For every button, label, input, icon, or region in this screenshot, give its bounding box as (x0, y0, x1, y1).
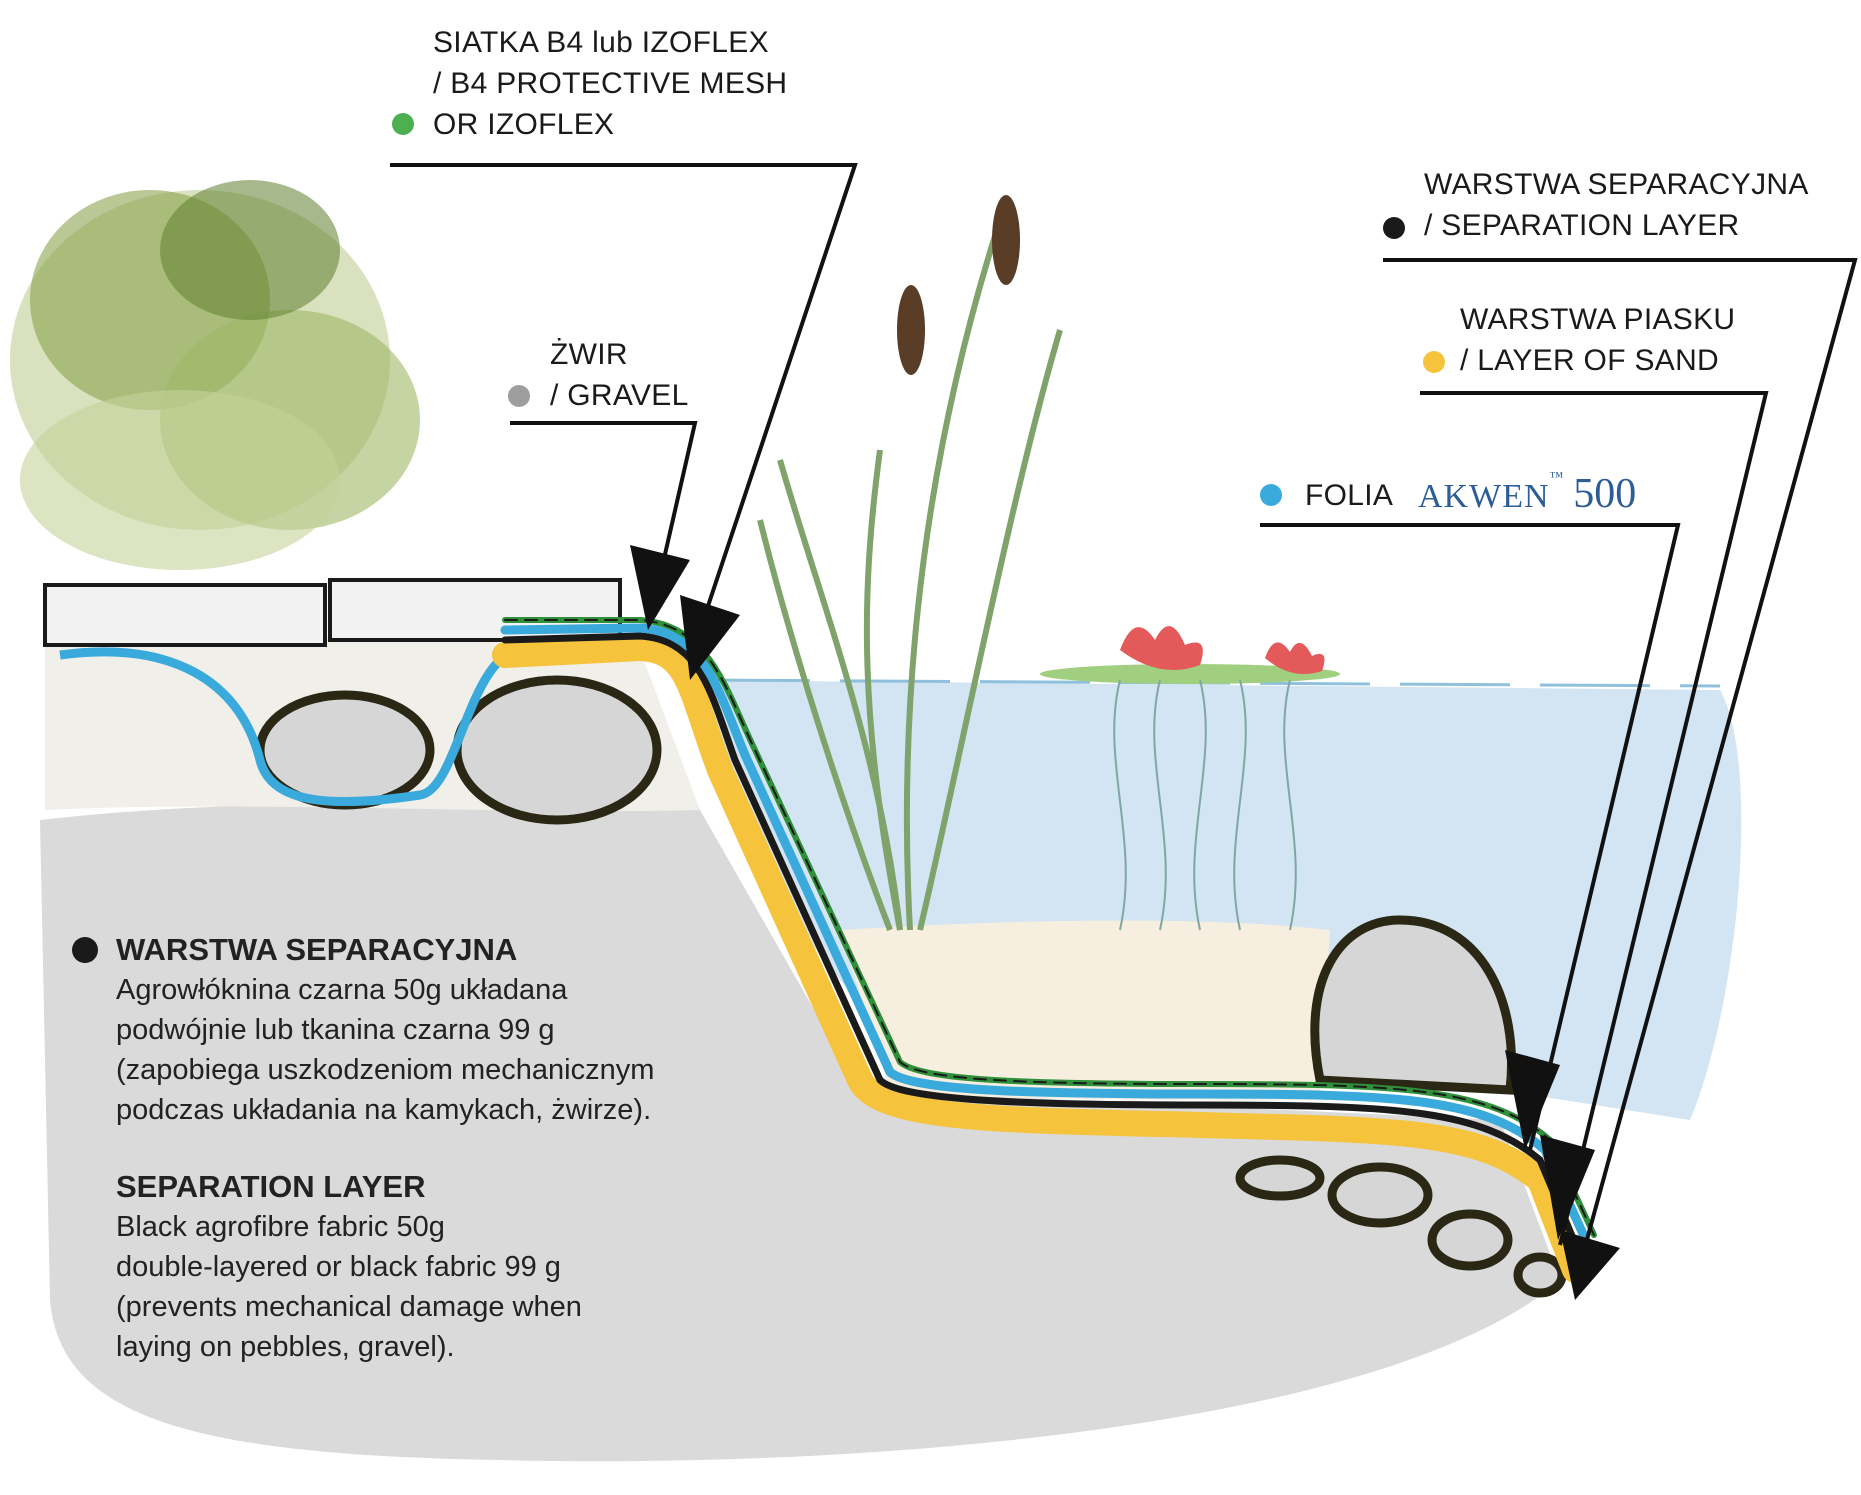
description-pl-title: WARSTWA SEPARACYJNA (116, 932, 518, 967)
leader-separation (1383, 258, 1858, 1266)
separation-label-line-2: / SEPARATION LAYER (1424, 209, 1740, 242)
description-en-line-3: (prevents mechanical damage when (116, 1291, 582, 1323)
description-pl: WARSTWA SEPARACYJNA Agrowłóknina czarna … (116, 930, 796, 1130)
arrowhead-liner (1505, 1050, 1560, 1150)
arrowhead-mesh (680, 595, 740, 680)
description-pl-line-1: Agrowłóknina czarna 50g układana (116, 974, 568, 1006)
arrowheads (630, 545, 1620, 1300)
mesh-legend-dot (392, 113, 414, 135)
arrowhead-separation (1560, 1230, 1620, 1300)
liner-brand-logo: AKWEN™ 500 (1418, 470, 1636, 518)
leader-mesh (390, 163, 858, 661)
pond-substrate (840, 920, 1330, 1100)
description-pl-line-4: podczas układania na kamykach, żwirze). (116, 1094, 652, 1126)
arrowhead-gravel (630, 545, 690, 630)
mesh-label-line-1: SIATKA B4 lub IZOFLEX (433, 26, 769, 59)
description-en-title: SEPARATION LAYER (116, 1169, 426, 1204)
gravel-label-line-1: ŻWIR (550, 338, 628, 371)
liner-label-prefix: FOLIA (1305, 479, 1394, 512)
gravel-label-line-2: / GRAVEL (550, 379, 689, 412)
description-en-line-2: double-layered or black fabric 99 g (116, 1251, 561, 1283)
water-lilies (1040, 626, 1340, 931)
description-en-line-4: laying on pebbles, gravel). (116, 1331, 455, 1363)
leader-sand (1420, 391, 1769, 1246)
liner-brand-tm: ™ (1549, 470, 1564, 485)
liner-layer-stack (492, 617, 1597, 1283)
separation-label-line-1: WARSTWA SEPARACYJNA (1424, 168, 1809, 201)
description-legend-dot (72, 937, 98, 963)
cattail-reeds (757, 195, 1063, 932)
sand-legend-dot (1423, 351, 1445, 373)
mesh-label-line-3: OR IZOFLEX (433, 108, 615, 141)
leader-liner (1260, 523, 1681, 1151)
liner-brand-name: AKWEN (1418, 478, 1550, 515)
liner-legend-dot (1260, 484, 1282, 506)
separation-legend-dot (1383, 217, 1405, 239)
gravel-legend-dot (508, 385, 530, 407)
paver-stone-left (43, 583, 327, 647)
shrub-plant (10, 180, 420, 570)
description-pl-line-3: (zapobiega uszkodzeniom mechanicznym (116, 1054, 655, 1086)
liner-brand-number: 500 (1573, 471, 1637, 517)
description-en: SEPARATION LAYER Black agrofibre fabric … (116, 1167, 796, 1367)
mesh-label-line-2: / B4 PROTECTIVE MESH (433, 67, 788, 100)
sand-label-line-1: WARSTWA PIASKU (1460, 303, 1736, 336)
sand-label-line-2: / LAYER OF SAND (1460, 344, 1720, 377)
description-pl-line-2: podwójnie lub tkanina czarna 99 g (116, 1014, 555, 1046)
description-en-line-1: Black agrofibre fabric 50g (116, 1211, 445, 1243)
ground-soil (40, 803, 1560, 1462)
arrowhead-sand (1540, 1135, 1595, 1240)
top-liner-blue (59, 645, 531, 807)
